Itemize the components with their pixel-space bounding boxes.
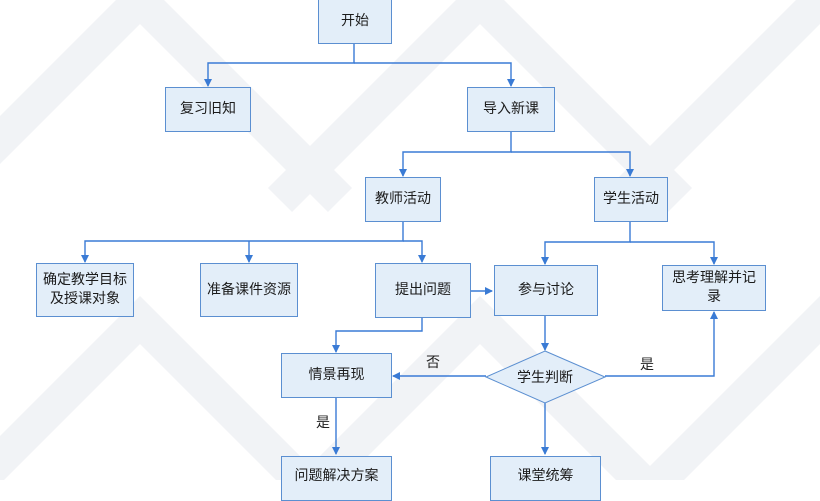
node-student-judgement: 学生判断 [517,370,573,386]
edge-start-intro [354,62,515,87]
node-set-goals-line2: 及授课对象 [50,291,120,307]
node-discussion: 参与讨论 [494,265,598,316]
edge-start-review [204,44,355,87]
node-think-record-line1: 思考理解并记 [672,270,756,286]
node-student-activity: 学生活动 [594,177,668,222]
node-review: 复习旧知 [165,87,251,132]
edge-label-no: 否 [426,355,440,371]
edge-label-yes-right: 是 [640,357,654,373]
edge-judge-think [605,311,718,377]
node-think-record: 思考理解并记 录 [662,265,766,311]
background-pattern [0,0,820,480]
node-think-record-line2: 录 [707,289,721,305]
node-set-goals-line1: 确定教学目标 [43,272,127,288]
edge-label-yes-down: 是 [316,415,330,431]
judge-diamond [484,350,607,404]
node-teacher-activity: 教师活动 [365,177,441,222]
node-intro: 导入新课 [467,87,555,132]
edge-ask-scene [332,318,423,353]
node-ask-question: 提出问题 [375,263,471,318]
edge-teacher-ask [403,240,426,263]
flow-connectors [81,44,718,455]
edge-student-think [630,241,718,265]
edge-student-discuss [541,222,631,265]
node-solution: 问题解决方案 [281,456,392,501]
edge-intro-teacher [399,132,512,177]
edge-intro-student [511,151,634,177]
node-scene-replay: 情景再现 [281,353,392,398]
node-start: 开始 [318,0,392,44]
node-prepare-resources: 准备课件资源 [200,263,298,317]
node-set-goals: 确定教学目标 及授课对象 [36,263,134,317]
edge-teacher-goals [81,222,404,263]
node-class-summary: 课堂统筹 [490,456,601,501]
